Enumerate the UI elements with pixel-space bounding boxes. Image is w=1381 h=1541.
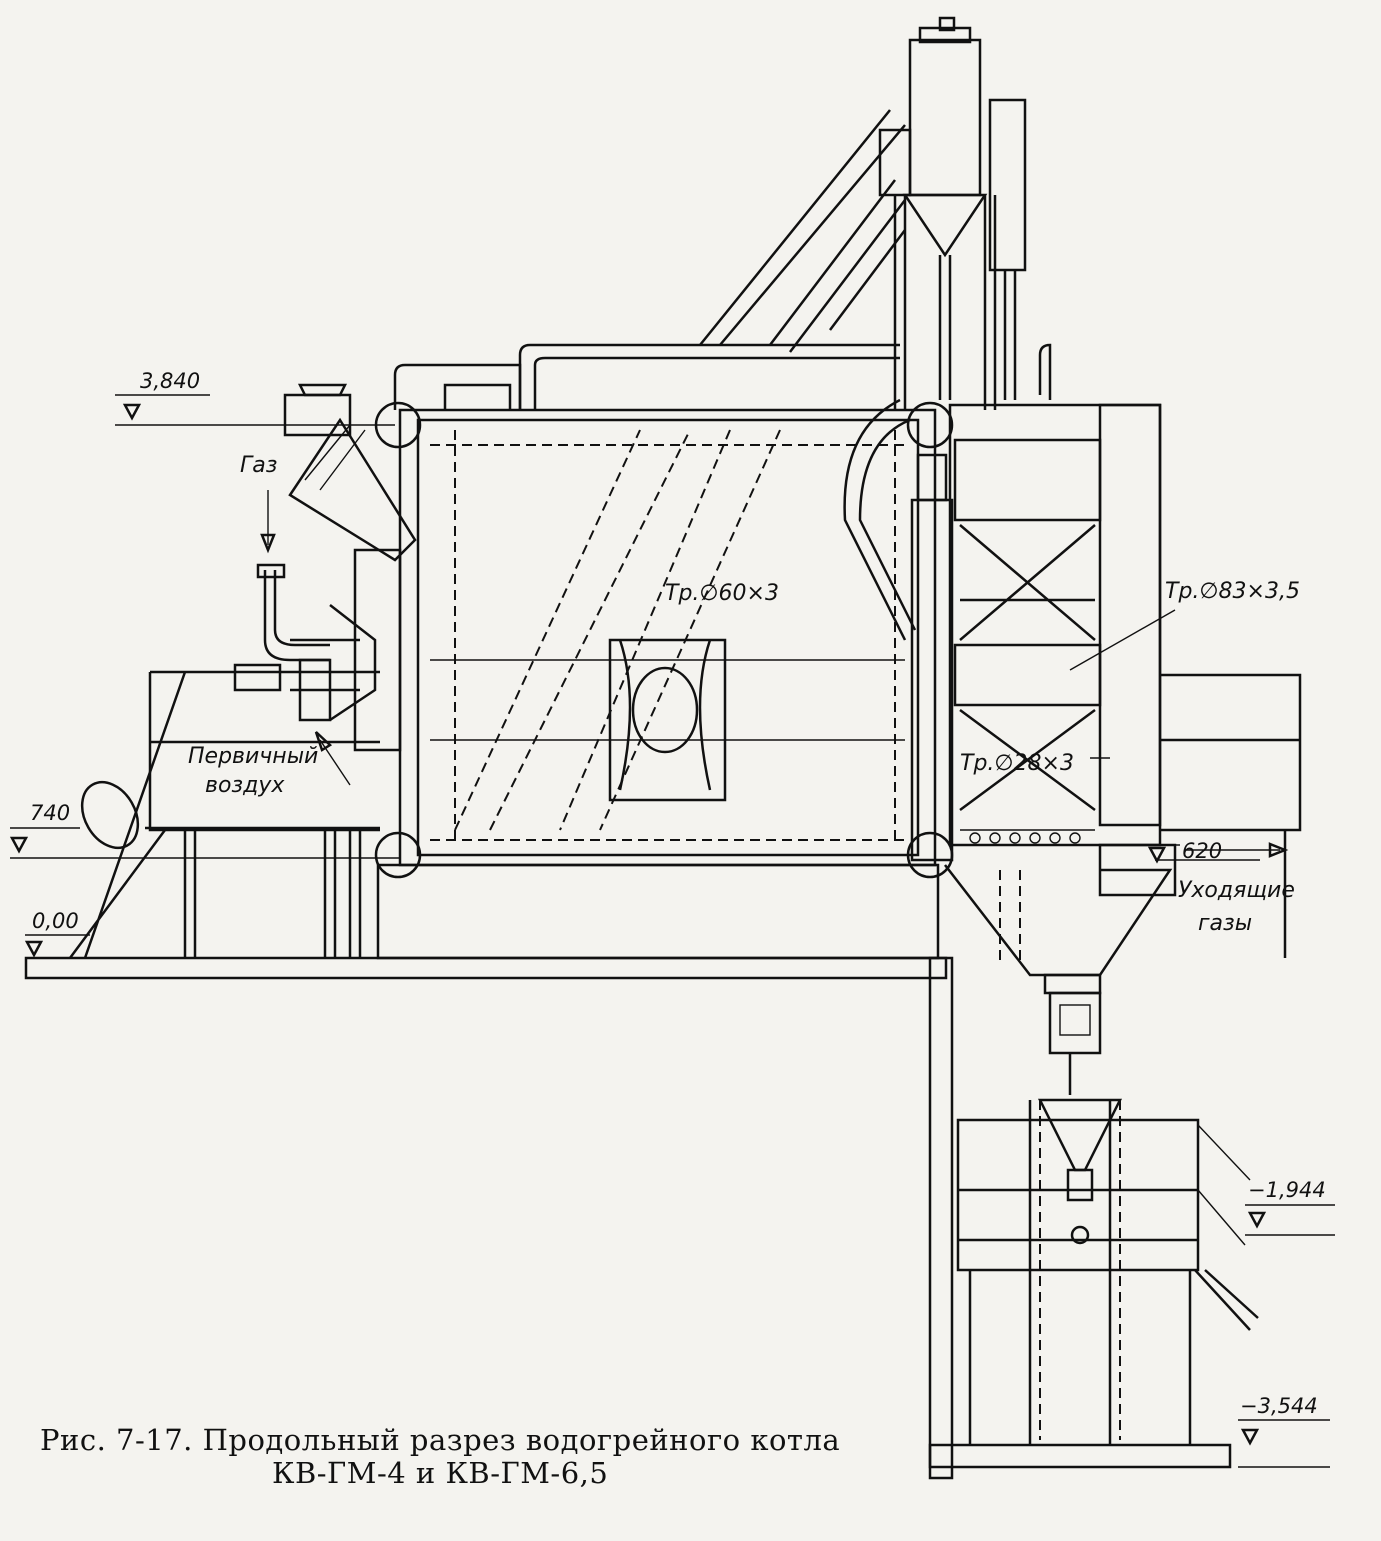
top-piping xyxy=(393,343,1052,641)
cyclone xyxy=(878,16,1027,502)
leader-arrows xyxy=(260,490,1289,858)
gas-label: Газ xyxy=(240,453,277,478)
pipe-83-label: Тр.∅83×3,5 xyxy=(1165,579,1300,604)
caption-line-2: КВ-ГМ-4 и КВ-ГМ-6,5 xyxy=(272,1456,609,1490)
gas-inlet-duct xyxy=(283,383,417,562)
primary-air-label-2: воздух xyxy=(205,773,285,798)
caption-line-1: Рис. 7-17. Продольный разрез водогрейног… xyxy=(40,1423,841,1457)
elevation-marks xyxy=(9,394,1335,1468)
elevation-minus-1944: −1,944 xyxy=(1248,1178,1326,1202)
inclined-conveyor xyxy=(699,109,906,353)
elevation-minus-3544: −3,544 xyxy=(1240,1394,1318,1418)
pipe-60-label: Тр.∅60×3 xyxy=(665,581,779,606)
figure-caption: Рис. 7-17. Продольный разрез водогрейног… xyxy=(40,1424,900,1490)
convective-section xyxy=(948,403,1162,847)
left-platform xyxy=(68,670,380,959)
ash-pit xyxy=(956,1098,1259,1445)
elevation-000: 0,00 xyxy=(32,909,79,933)
gas-hopper xyxy=(944,843,1177,1095)
pipe-28-label: Тр.∅28×3 xyxy=(960,751,1074,776)
elevation-740: 740 xyxy=(30,801,70,825)
flue-gas-label-2: газы xyxy=(1198,911,1252,936)
brick-foundation xyxy=(376,863,940,960)
elevation-3840: 3,840 xyxy=(140,369,200,393)
elevation-620: 620 xyxy=(1182,839,1222,863)
flue-gas-label-1: Уходящие xyxy=(1178,878,1295,903)
primary-air-label-1: Первичный xyxy=(188,744,318,769)
burner xyxy=(233,548,402,752)
furnace-chamber xyxy=(398,408,937,867)
